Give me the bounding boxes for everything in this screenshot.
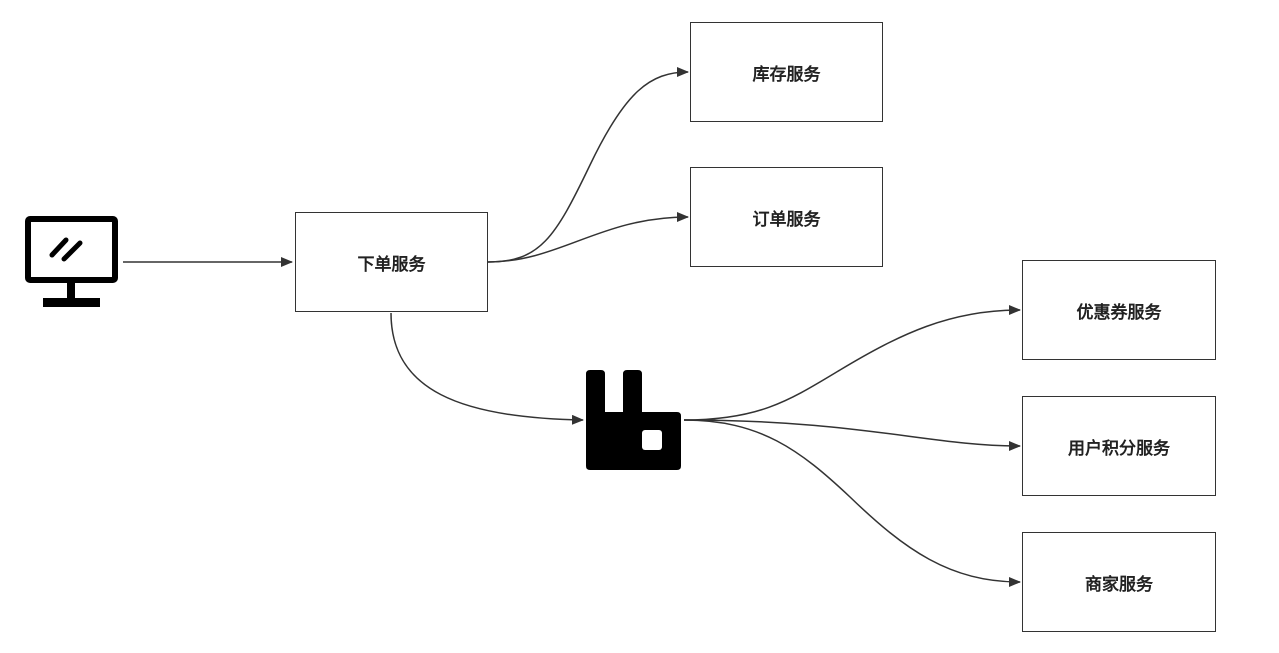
inventory-service-node: 库存服务: [690, 22, 883, 122]
edge-order-to-inventory: [487, 67, 689, 263]
monitor-icon: [25, 216, 118, 307]
merchant-service-label: 商家服务: [1085, 574, 1153, 595]
rabbitmq-icon: [586, 370, 681, 470]
order-service-label: 下单服务: [357, 254, 426, 275]
edge-order-to-queue: [390, 312, 584, 425]
inventory-service-label: 库存服务: [752, 64, 821, 85]
merchant-service-node: 商家服务: [1022, 532, 1216, 632]
edge-queue-to-coupon: [683, 305, 1021, 421]
order-record-service-node: 订单服务: [690, 167, 883, 267]
points-service-node: 用户积分服务: [1022, 396, 1216, 496]
edge-queue-to-points: [683, 419, 1021, 451]
edge-queue-to-merchant: [683, 419, 1021, 587]
order-record-service-label: 订单服务: [752, 209, 821, 230]
edges: [123, 67, 1021, 587]
coupon-service-label: 优惠券服务: [1076, 302, 1162, 323]
coupon-service-node: 优惠券服务: [1022, 260, 1216, 360]
edge-order-to-order-record: [487, 212, 689, 263]
order-service-node: 下单服务: [295, 212, 488, 312]
points-service-label: 用户积分服务: [1068, 438, 1170, 459]
